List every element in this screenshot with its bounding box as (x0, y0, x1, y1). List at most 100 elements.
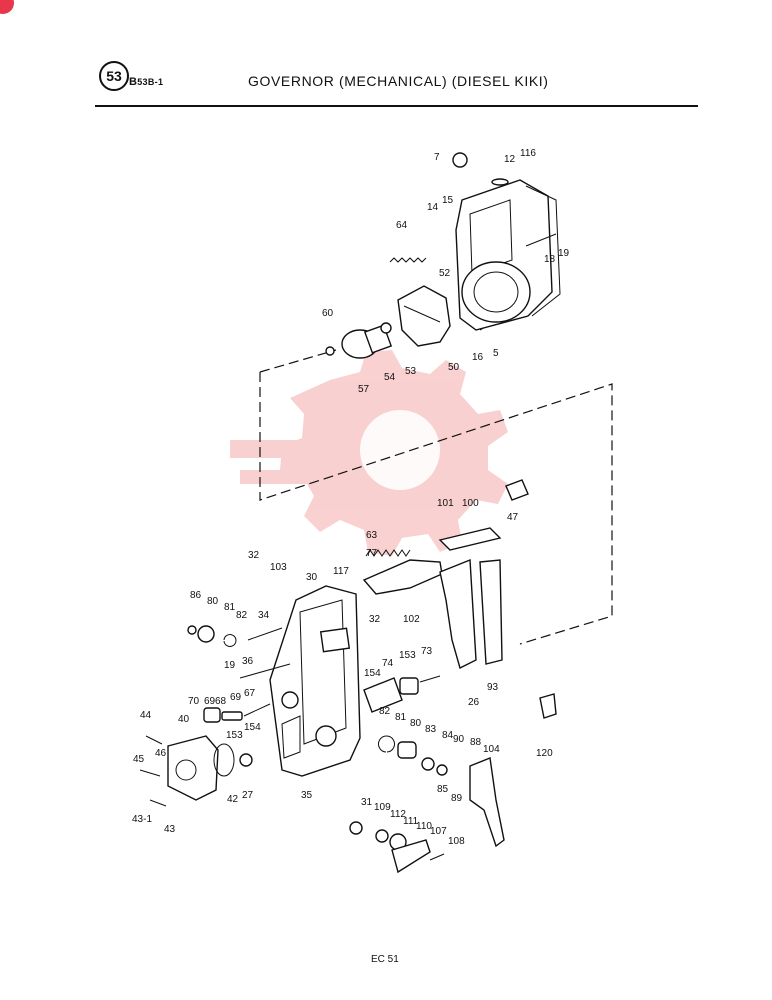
section-reference: B53B-1 (129, 76, 163, 88)
right-lower-parts (349, 675, 557, 874)
part-callout: 112 (390, 809, 406, 820)
part-callout: 69 (230, 692, 242, 703)
plate-100 (438, 527, 502, 551)
part-callout: 81 (395, 712, 407, 723)
bolt-18 (525, 233, 557, 247)
part-callout: 64 (396, 220, 408, 231)
part-callout: 7 (434, 152, 440, 163)
part-callout: 103 (270, 562, 287, 573)
page-title: GOVERNOR (MECHANICAL) (DIESEL KIKI) (248, 73, 549, 89)
page-footer: EC 51 (371, 954, 399, 965)
part-callout: 42 (227, 794, 239, 805)
part-callout: 102 (403, 614, 420, 625)
part-callout: 82 (379, 706, 391, 717)
part-callout: 32 (369, 614, 381, 625)
part-callout: 12 (504, 154, 516, 165)
part-callout: 40 (178, 714, 190, 725)
part-callout: 69 (204, 696, 216, 707)
watermark-logo (230, 350, 508, 556)
part-callout: 31 (361, 797, 373, 808)
part-callout: 81 (224, 602, 236, 613)
part-callout: 88 (470, 737, 482, 748)
part-callout: 30 (306, 572, 318, 583)
part-callout: 111 (403, 816, 419, 827)
part-callout: 86 (190, 590, 202, 601)
part-callout: 53 (405, 366, 417, 377)
sleeve-47 (505, 479, 529, 501)
part-callout: 27 (242, 790, 254, 801)
part-callout: 18 (544, 254, 556, 265)
part-callout: 107 (430, 826, 447, 837)
part-callout: 34 (258, 610, 270, 621)
left-side-parts (139, 625, 291, 807)
part-callout: 153 (399, 650, 416, 661)
assembly-link-line (259, 349, 613, 645)
part-callout: 80 (410, 718, 422, 729)
part-callout: 101 (437, 498, 454, 509)
part-callout: 83 (425, 724, 437, 735)
part-callout: 5 (493, 348, 499, 359)
part-callout: 16 (472, 352, 484, 363)
spring-63 (365, 549, 411, 557)
part-callout: 82 (236, 610, 248, 621)
part-callout: 93 (487, 682, 499, 693)
part-callout: 50 (448, 362, 460, 373)
part-callout: 77 (366, 548, 378, 559)
part-callout: 116 (520, 148, 536, 159)
part-callout: 19 (558, 248, 570, 259)
part-callout: 57 (358, 384, 370, 395)
part-callout: 52 (439, 268, 451, 279)
part-callout: 109 (374, 802, 391, 813)
header-rule (95, 105, 698, 107)
part-callout: 120 (536, 748, 553, 759)
part-callout: 43-1 (132, 814, 152, 825)
part-callout: 43 (164, 824, 176, 835)
part-callout: 89 (451, 793, 463, 804)
part-callout: 19 (224, 660, 236, 671)
page-header: 53 B53B-1 GOVERNOR (MECHANICAL) (DIESEL … (0, 0, 772, 110)
part-callout: 154 (364, 668, 381, 679)
governor-housing-upper (452, 152, 561, 331)
part-callout: 85 (437, 784, 449, 795)
part-callout: 44 (140, 710, 152, 721)
part-callout: 63 (366, 530, 378, 541)
part-callout: 67 (244, 688, 256, 699)
part-callout: 47 (507, 512, 519, 523)
part-callout: 68 (215, 696, 227, 707)
part-callout: 46 (155, 748, 167, 759)
part-callout: 35 (301, 790, 313, 801)
shaft-lever-102 (439, 558, 477, 670)
part-callout: 104 (483, 744, 500, 755)
part-callout: 90 (453, 734, 465, 745)
part-callout: 84 (442, 730, 454, 741)
part-callout: 100 (462, 498, 479, 509)
lever-77 (362, 559, 443, 595)
part-callout: 73 (421, 646, 433, 657)
section-ref-letter: B (129, 76, 138, 88)
part-callout: 110 (416, 821, 432, 832)
part-callout: 36 (242, 656, 254, 667)
part-callout: 14 (427, 202, 439, 213)
part-callout: 70 (188, 696, 200, 707)
part-callout: 32 (248, 550, 260, 561)
flyweight-assembly (325, 285, 451, 359)
part-callout: 74 (382, 658, 394, 669)
section-ref-sub: 53B-1 (137, 77, 164, 87)
part-callout: 154 (244, 722, 261, 733)
part-callout: 26 (468, 697, 480, 708)
lever-93 (479, 559, 503, 665)
spring-64 (389, 257, 427, 263)
governor-housing-lower (269, 585, 361, 777)
part-callout: 108 (448, 836, 465, 847)
section-number-badge: 53 (99, 61, 129, 91)
part-callout: 117 (333, 566, 349, 577)
part-callout: 45 (133, 754, 145, 765)
corner-badge (0, 0, 14, 14)
part-callout: 153 (226, 730, 243, 741)
part-callout: 60 (322, 308, 334, 319)
part-callout: 54 (384, 372, 396, 383)
part-callout: 80 (207, 596, 219, 607)
part-callout: 15 (442, 195, 454, 206)
